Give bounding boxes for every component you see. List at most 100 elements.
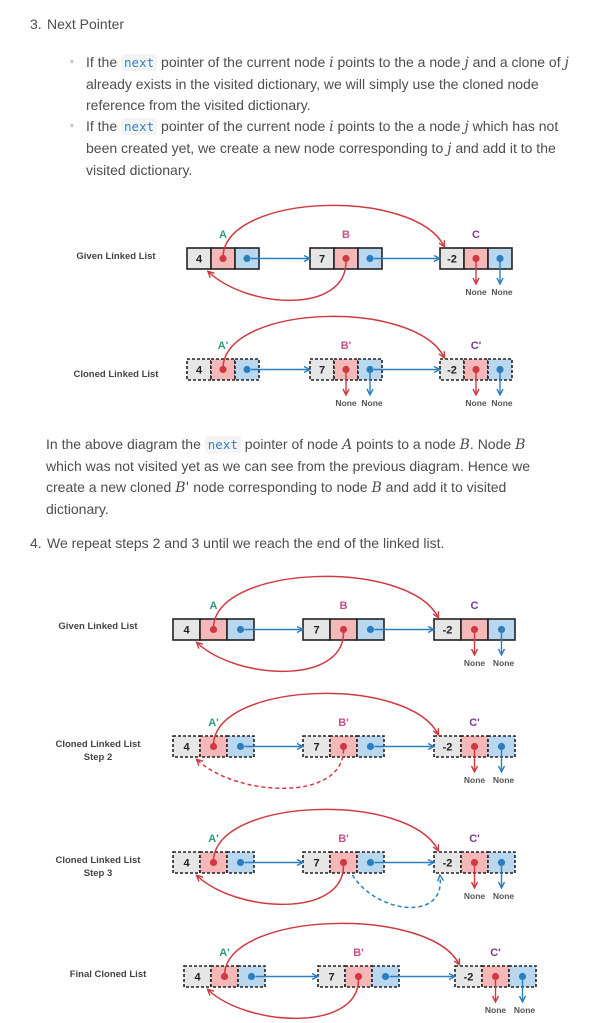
random-pointer-dot: [470, 742, 479, 751]
random-pointer-dot: [339, 742, 348, 751]
random-arrow-b-to-a: [209, 261, 347, 302]
row-label: Given Linked List: [58, 621, 138, 632]
node-letter: C': [469, 717, 480, 729]
none-label: None: [464, 658, 486, 668]
random-pointer-dot: [220, 972, 229, 981]
math-j: j: [464, 119, 469, 135]
node-letter: C': [471, 340, 482, 352]
next-pointer-dot: [518, 972, 527, 981]
row-label: Step 3: [84, 868, 113, 879]
none-label: None: [491, 398, 513, 408]
node-value: 4: [196, 254, 203, 266]
next-pointer-dot: [496, 254, 504, 263]
node-value: 7: [328, 972, 334, 984]
math-B: B: [515, 437, 526, 453]
random-arrow-b-to-a: [208, 979, 360, 1020]
node-letter: A: [219, 229, 227, 241]
node-letter: B': [338, 833, 349, 845]
random-arrow-b-to-a: [197, 632, 345, 673]
random-arrow-a-to-c: [222, 315, 444, 367]
random-arrow-a-to-c: [212, 808, 439, 860]
next-pointer-dot: [497, 858, 506, 867]
node-value: 7: [313, 625, 319, 637]
node-value: -2: [447, 365, 457, 377]
none-label: None: [514, 1005, 536, 1015]
code-next: next: [121, 118, 158, 135]
node-value: 7: [313, 858, 319, 870]
none-label: None: [464, 775, 486, 785]
row-label: Final Cloned List: [70, 969, 147, 980]
none-label: None: [493, 891, 515, 901]
node-letter: A': [219, 947, 230, 959]
random-pointer-dot: [339, 858, 348, 867]
node-value: 4: [183, 858, 190, 870]
next-pointer-dot: [366, 625, 375, 634]
math-i: i: [329, 119, 334, 135]
next-pointer-dot: [243, 254, 251, 263]
row-label: Cloned Linked List: [56, 855, 142, 866]
random-arrow-a-to-c: [223, 922, 460, 974]
random-pointer-dot: [472, 365, 480, 374]
node-letter: B: [340, 600, 348, 612]
random-pointer-dot: [472, 254, 480, 263]
next-pointer-dot: [366, 742, 375, 751]
node-letter: A: [210, 600, 218, 612]
none-label: None: [465, 287, 487, 297]
next-pointer-dot: [366, 365, 374, 374]
random-pointer-dot: [209, 625, 218, 634]
node-value: 4: [194, 972, 201, 984]
next-pointer-dot: [381, 972, 390, 981]
node-value: 4: [183, 742, 190, 754]
random-arrow-a-to-c: [212, 692, 439, 744]
node-value: -2: [443, 858, 453, 870]
node-cell: [439, 358, 465, 381]
node-value: -2: [443, 742, 453, 754]
random-pointer-dot: [491, 972, 500, 981]
random-pointer-dot: [219, 365, 227, 374]
none-label: None: [335, 398, 357, 408]
node-value: 7: [319, 365, 325, 377]
step3-bullet-2: If the next pointer of the current node …: [70, 116, 581, 181]
next-pointer-dot: [236, 625, 245, 634]
node-letter: B': [353, 947, 364, 959]
math-j: j: [564, 55, 569, 71]
node-letter: C': [469, 833, 480, 845]
random-pointer-dot: [219, 254, 227, 263]
node-letter: C: [471, 600, 479, 612]
step3-bullet-list: If the next pointer of the current node …: [70, 52, 581, 181]
node-value: -2: [464, 972, 474, 984]
random-arrow-a-to-c: [212, 575, 439, 627]
random-pointer-dot: [339, 625, 348, 634]
next-pointer-dot: [243, 365, 251, 374]
row-label: Cloned Linked List: [74, 369, 160, 380]
row-label: Cloned Linked List: [56, 739, 142, 750]
none-label: None: [465, 398, 487, 408]
node-value: 7: [313, 742, 319, 754]
next-pointer-dot: [366, 254, 374, 263]
node-letter: B': [341, 340, 352, 352]
node-value: -2: [443, 625, 453, 637]
random-arrow-b-to-a: [197, 749, 345, 790]
next-arrow-dashed: [351, 875, 441, 909]
random-pointer-dot: [342, 365, 350, 374]
node-value: 4: [196, 365, 203, 377]
math-A: A: [342, 437, 353, 453]
math-B: B: [371, 480, 382, 496]
code-next: next: [121, 54, 158, 71]
node-letter: C: [472, 229, 480, 241]
random-arrow-a-to-c: [222, 204, 444, 256]
node-cell: [186, 358, 212, 381]
next-pointer-dot: [497, 625, 506, 634]
row-label: Given Linked List: [76, 251, 156, 262]
node-letter: B': [338, 717, 349, 729]
random-pointer-dot: [354, 972, 363, 981]
math-i: i: [329, 55, 334, 71]
node-value: 7: [319, 254, 325, 266]
node-value: -2: [447, 254, 457, 266]
step3-bullet-1: If the next pointer of the current node …: [70, 52, 581, 116]
